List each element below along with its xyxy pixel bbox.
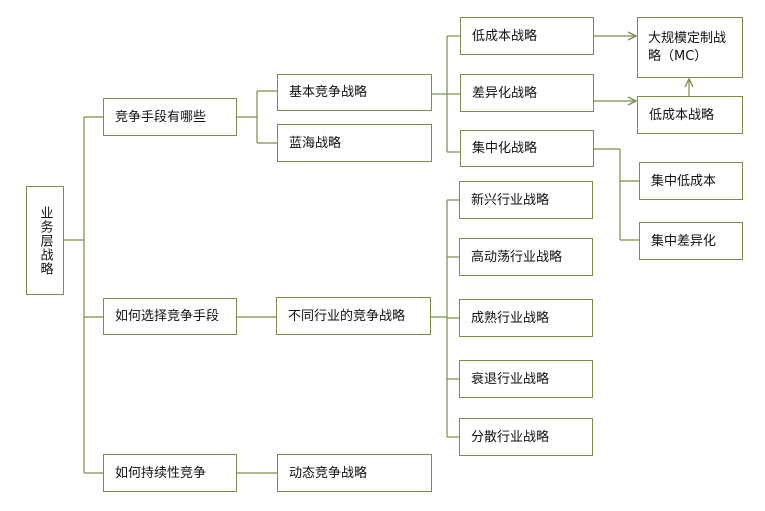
node-differentiation: 差异化战略 [460, 74, 594, 112]
node-sustain-competition: 如何持续性竞争 [103, 454, 237, 492]
node-mature-industry-label: 成熟行业战略 [471, 310, 550, 326]
node-competitive-means-label: 竞争手段有哪些 [115, 109, 207, 125]
node-emerging-industry-label: 新兴行业战略 [471, 192, 550, 208]
node-focus-label: 集中化战略 [472, 141, 538, 156]
node-declining-industry: 衰退行业战略 [459, 360, 593, 398]
node-choose-means: 如何选择竞争手段 [103, 298, 237, 335]
node-mass-customization: 大规模定制战略（MC） [637, 17, 743, 78]
node-focus: 集中化战略 [460, 130, 594, 167]
node-competitive-means: 竞争手段有哪些 [103, 98, 237, 136]
node-basic-strategy-label: 基本竞争战略 [289, 85, 368, 100]
root-node: 业务层战略 [26, 186, 64, 295]
node-basic-strategy: 基本竞争战略 [277, 74, 432, 111]
node-turbulent-industry: 高动荡行业战略 [459, 238, 593, 276]
node-differentiation-label: 差异化战略 [472, 85, 538, 101]
node-choose-means-label: 如何选择竞争手段 [115, 309, 220, 324]
node-sustain-competition-label: 如何持续性竞争 [115, 465, 207, 481]
root-label: 业务层战略 [37, 205, 53, 276]
node-declining-industry-label: 衰退行业战略 [471, 371, 550, 387]
node-focus-low-cost-label: 集中低成本 [651, 173, 717, 189]
node-focus-differentiation: 集中差异化 [639, 222, 743, 260]
node-emerging-industry: 新兴行业战略 [459, 181, 593, 219]
node-low-cost-label: 低成本战略 [472, 28, 538, 44]
node-dynamic-strategy: 动态竞争战略 [277, 454, 432, 492]
node-dynamic-strategy-label: 动态竞争战略 [289, 465, 368, 481]
node-focus-differentiation-label: 集中差异化 [651, 233, 717, 249]
node-turbulent-industry-label: 高动荡行业战略 [471, 249, 563, 265]
node-low-cost-2: 低成本战略 [637, 96, 743, 134]
node-industry-strategy-label: 不同行业的竞争战略 [288, 308, 406, 324]
node-fragmented-industry: 分散行业战略 [459, 418, 593, 456]
node-blue-ocean: 蓝海战略 [277, 124, 432, 162]
node-focus-low-cost: 集中低成本 [639, 162, 743, 200]
node-low-cost-2-label: 低成本战略 [649, 107, 715, 123]
node-fragmented-industry-label: 分散行业战略 [471, 429, 550, 445]
node-industry-strategy: 不同行业的竞争战略 [276, 297, 431, 335]
node-mass-customization-label: 大规模定制战略（MC） [648, 30, 727, 64]
node-mature-industry: 成熟行业战略 [459, 299, 593, 337]
node-low-cost: 低成本战略 [460, 17, 594, 55]
node-blue-ocean-label: 蓝海战略 [289, 135, 342, 151]
